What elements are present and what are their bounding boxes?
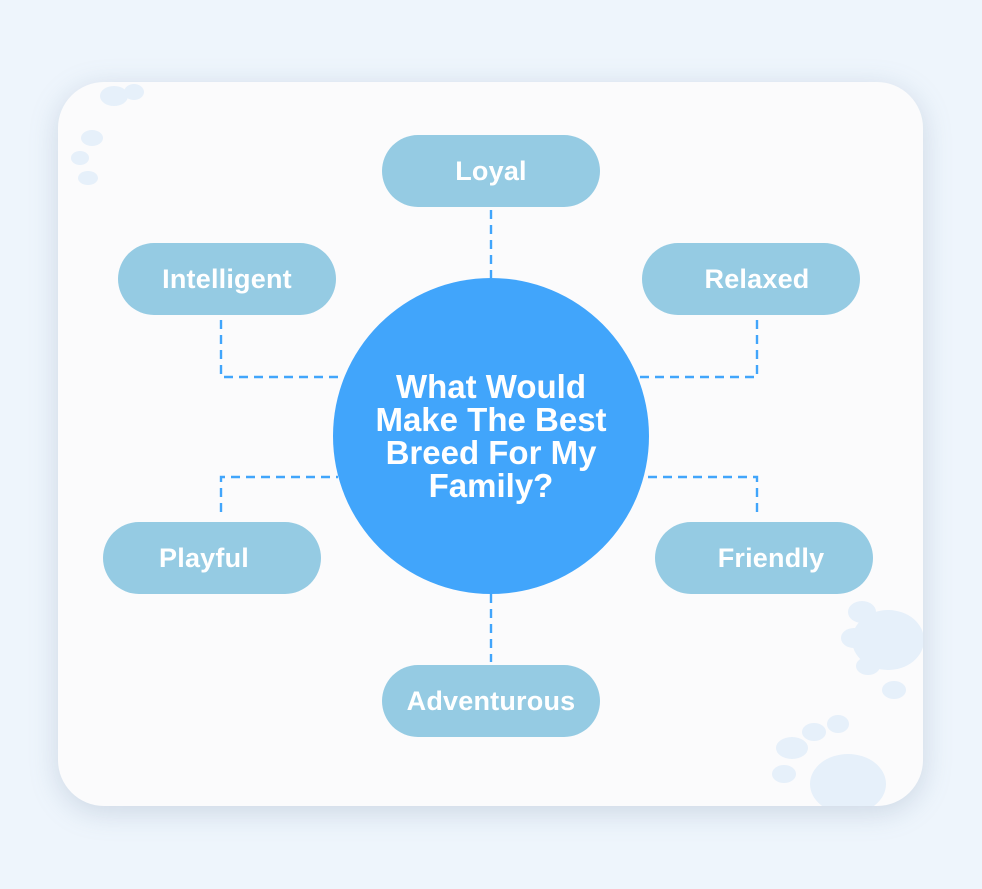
paw-print-icon <box>71 84 144 185</box>
trait-node-intelligent: Intelligent <box>118 243 336 315</box>
paw-print-icon <box>772 601 923 806</box>
trait-node-friendly: Friendly <box>655 522 873 594</box>
connector-lower-right <box>644 475 759 512</box>
connector-lower-left <box>219 475 338 512</box>
connector-upper-right <box>640 320 759 379</box>
central-question-node: What Would Make The Best Breed For My Fa… <box>333 278 649 594</box>
trait-node-adventurous: Adventurous <box>382 665 600 737</box>
trait-node-playful: Playful <box>103 522 321 594</box>
trait-node-loyal: Loyal <box>382 135 600 207</box>
trait-node-relaxed: Relaxed <box>642 243 860 315</box>
central-question-text: What Would Make The Best Breed For My Fa… <box>375 368 607 504</box>
connector-upper-left <box>219 320 342 379</box>
